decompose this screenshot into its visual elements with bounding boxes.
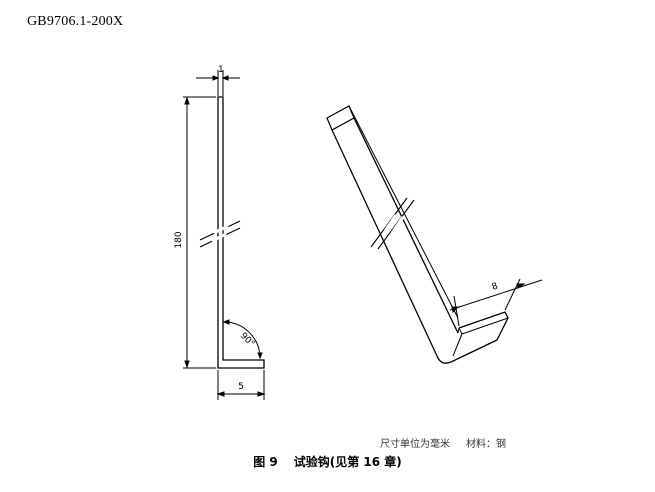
standard-number: GB9706.1-200X [27,14,124,29]
units-note: 尺寸单位为毫米 [380,439,450,450]
hook-isometric-view [326,105,509,364]
material-note: 材料：钢 [466,439,506,450]
thickness-dimension [196,70,240,96]
thickness-label: 1 [218,65,224,75]
figure-note: 尺寸单位为毫米 材料：钢 [380,435,506,450]
figure-number: 图 9 [253,455,278,469]
angle-label: 90° [238,331,256,349]
foot-length-label: 5 [238,382,244,392]
angle-dimension [222,319,263,360]
figure-title: 试验钩(见第 16 章) [293,455,402,469]
height-dimension [183,96,216,369]
width-label: 8 [491,281,500,292]
foot-length-dimension [216,370,266,400]
width-dimension [449,278,543,327]
hook-front-view [199,96,265,369]
figure-caption: 图 9 试验钩(见第 16 章) [0,453,655,470]
height-label: 180 [174,231,184,248]
